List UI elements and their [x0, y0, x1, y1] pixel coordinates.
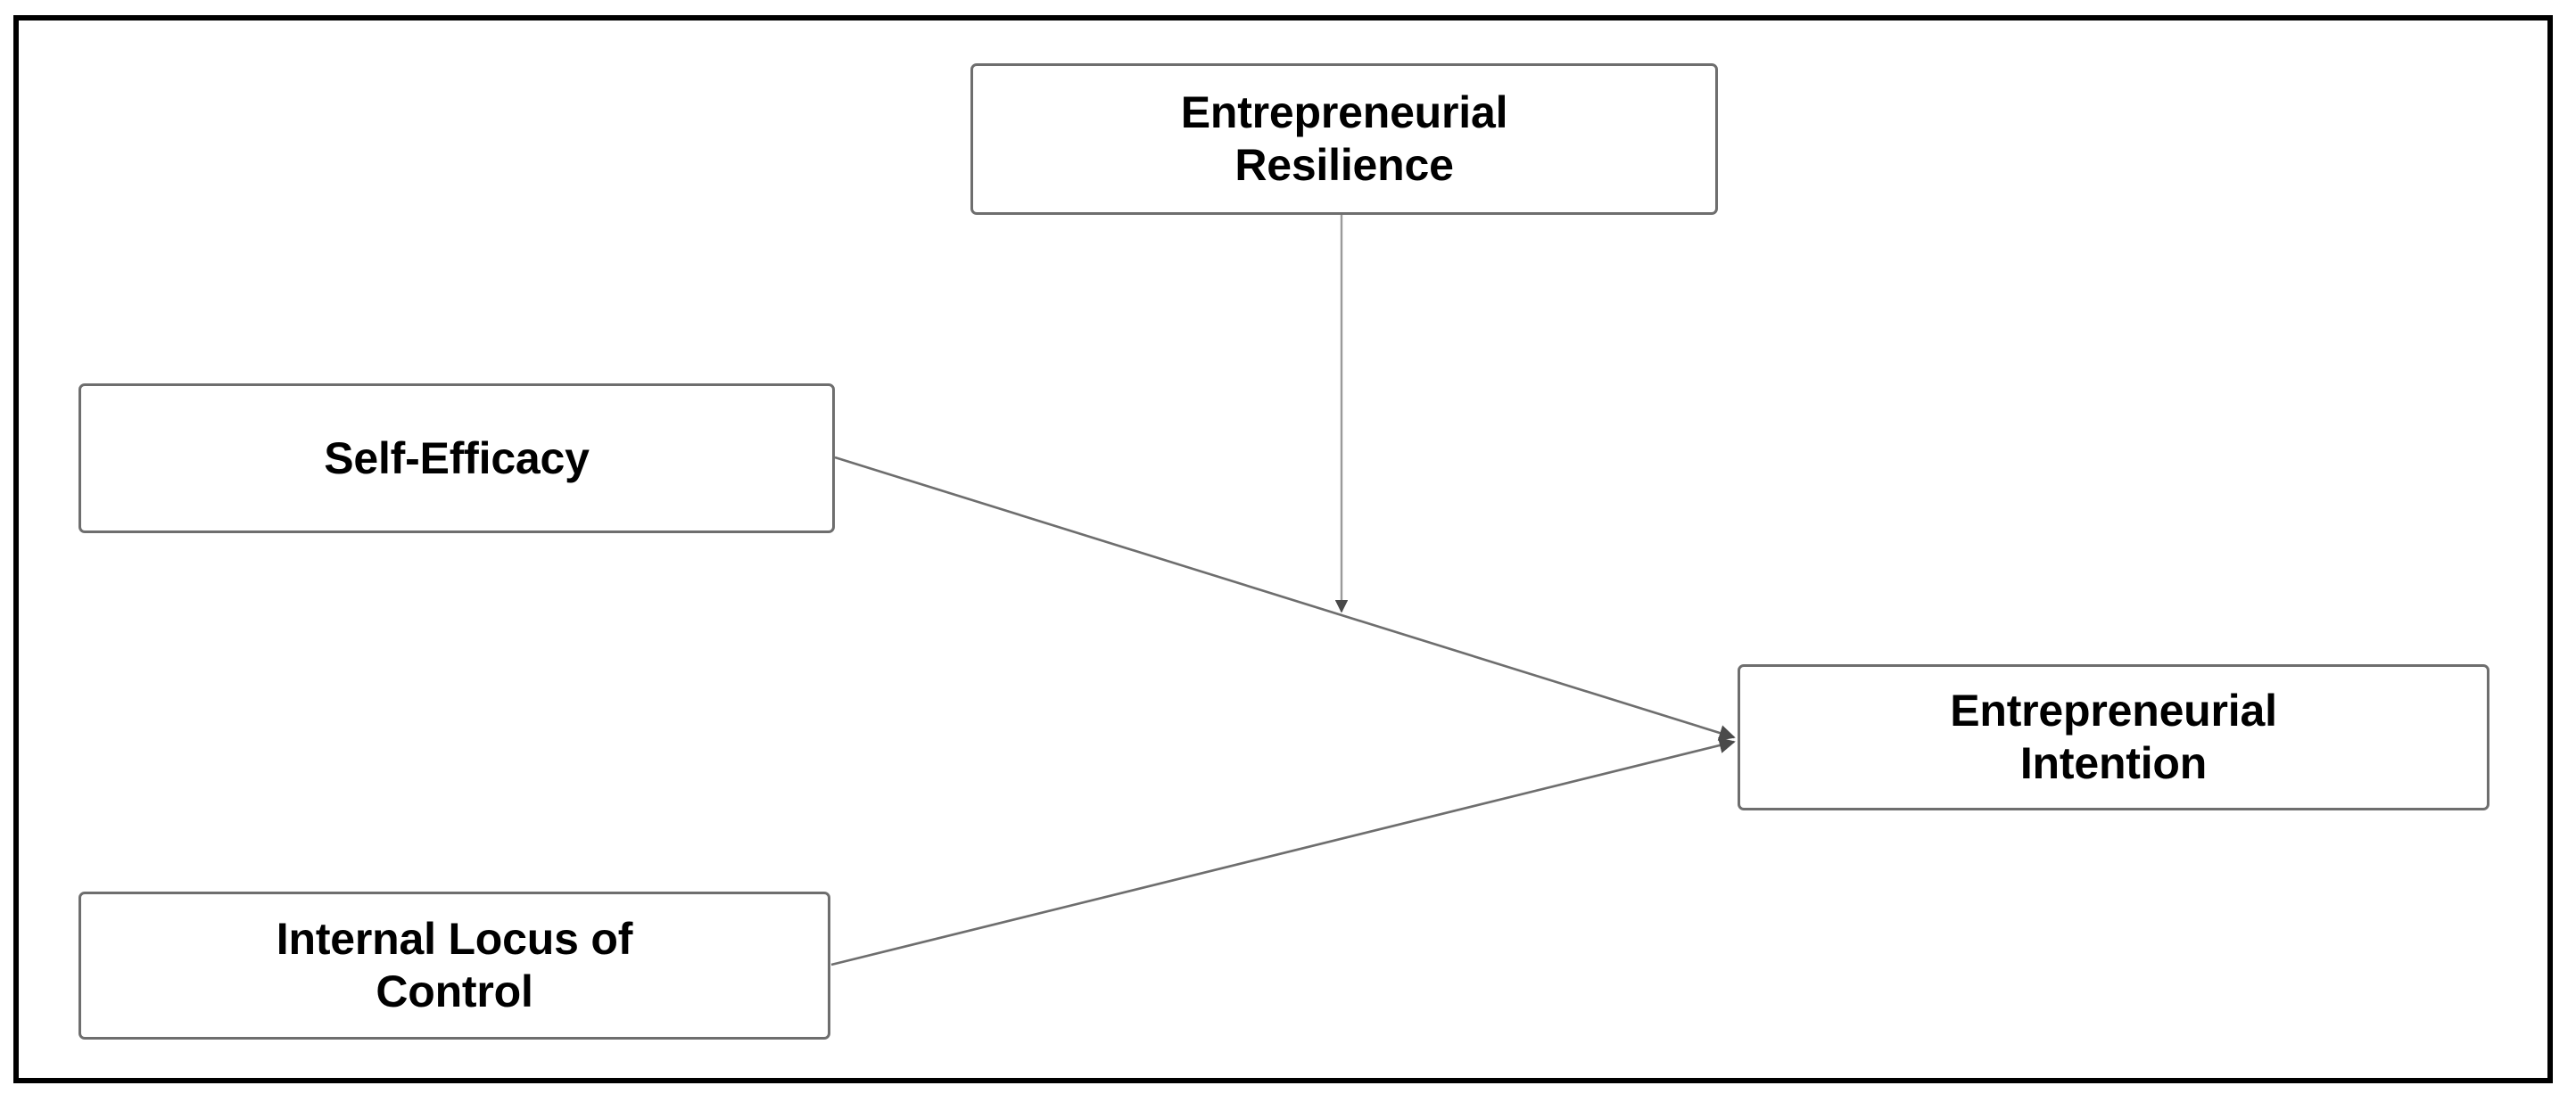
node-label-entrepreneurial-resilience: Entrepreneurial Resilience — [1180, 87, 1508, 190]
node-label-self-efficacy: Self-Efficacy — [324, 432, 590, 483]
node-self-efficacy[interactable]: Self-Efficacy — [78, 383, 835, 533]
node-label-internal-locus-of-control: Internal Locus of Control — [276, 914, 633, 1016]
node-internal-locus-of-control[interactable]: Internal Locus of Control — [78, 892, 830, 1040]
node-entrepreneurial-intention[interactable]: Entrepreneurial Intention — [1738, 664, 2489, 810]
node-label-entrepreneurial-intention: Entrepreneurial Intention — [1950, 686, 2277, 788]
node-entrepreneurial-resilience[interactable]: Entrepreneurial Resilience — [970, 63, 1718, 215]
